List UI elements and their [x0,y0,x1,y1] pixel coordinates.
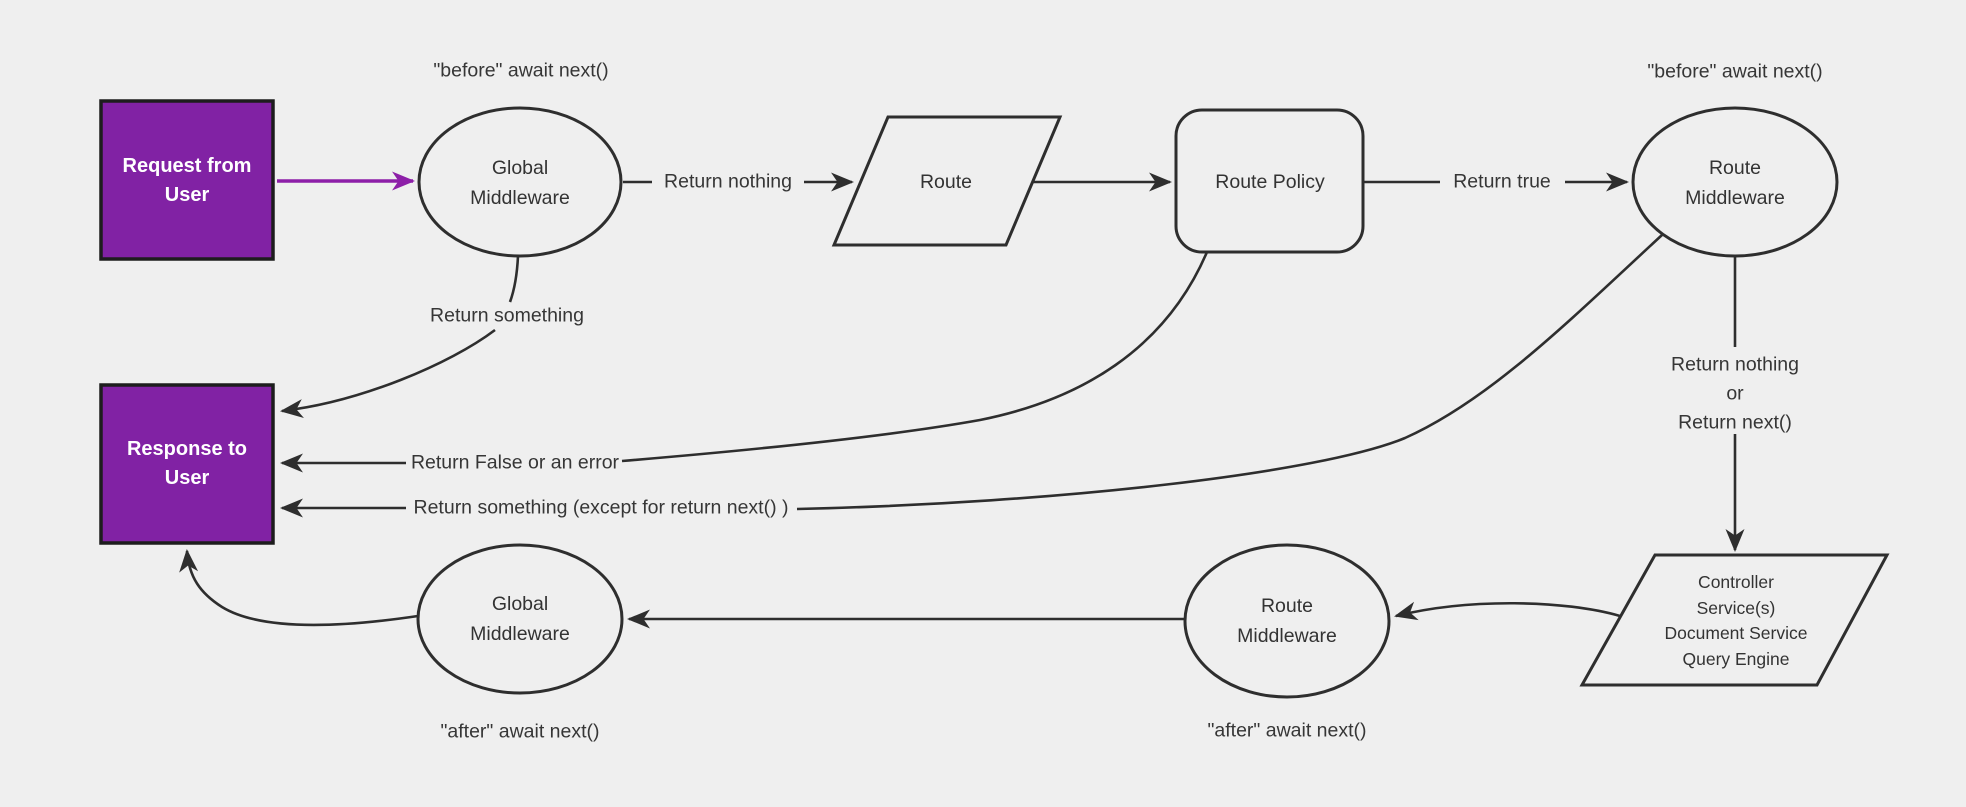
return-something-except-label: Return something (except for return next… [413,496,789,519]
return-false-or-error-label: Return False or an error [410,451,620,474]
route-policy-label: Route Policy [1215,171,1325,193]
controller-services-parallelogram [1579,553,1890,687]
response-to-user-box [99,383,275,545]
request-from-user-box [99,99,275,261]
edge-return-something-stub [508,255,520,303]
edge-return-something-arrow [280,328,496,419]
route-middleware-top-label: Route Middleware [1685,157,1785,209]
after-await-next-global-label: "after" await next() [440,720,600,743]
before-await-next-route-label: "before" await next() [1647,60,1823,83]
edge-controller-to-route-middleware-bottom [1394,601,1621,621]
controller-services-label: Controller Service(s) Document Service Q… [1664,572,1808,669]
global-middleware-bottom-ellipse [416,543,624,695]
return-true-label: Return true [1453,170,1551,193]
response-to-user-label: Response to User [126,438,248,489]
after-await-next-route-label: "after" await next() [1207,719,1367,742]
edge-return-something-except-curve [796,234,1663,511]
global-middleware-top-ellipse [417,106,623,258]
route-middleware-top-ellipse [1631,106,1839,258]
edge-return-false-curve [621,251,1209,463]
global-middleware-top-label: Global Middleware [470,157,570,209]
edge-global-middleware-bottom-to-response [179,549,419,627]
return-nothing-or-next-label: Return nothing or Return next() [1671,353,1799,434]
route-parallelogram [831,115,1063,247]
route-middleware-bottom-label: Route Middleware [1237,595,1337,647]
route-policy-box [1174,108,1365,254]
request-from-user-label: Request from User [122,155,252,206]
route-middleware-bottom-ellipse [1183,543,1391,699]
before-await-next-global-label: "before" await next() [433,59,609,82]
return-something-label: Return something [430,304,584,327]
global-middleware-bottom-label: Global Middleware [470,593,570,645]
return-nothing-label: Return nothing [664,170,792,193]
route-label: Route [919,171,973,193]
